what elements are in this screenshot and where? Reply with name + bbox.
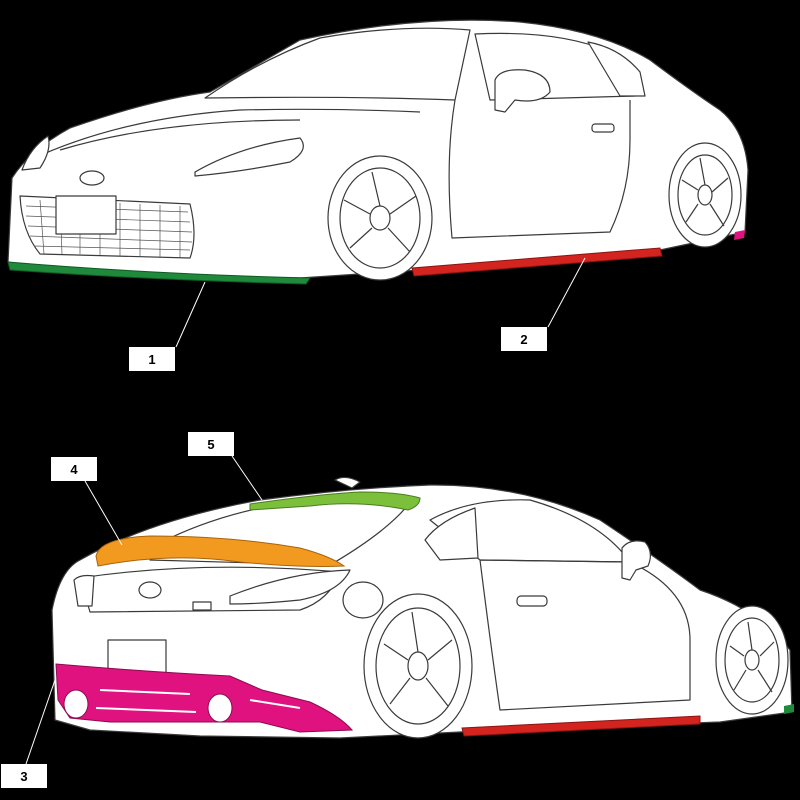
part-3-rear-diffuser <box>55 663 354 733</box>
front-rear-quarter-window <box>587 41 646 97</box>
front-emblem <box>79 170 105 186</box>
front-windshield <box>204 27 471 101</box>
callout-label-5: 5 <box>188 432 234 456</box>
rear-trunk-lid <box>79 566 341 613</box>
rear-taillight-right <box>229 569 351 605</box>
rear-badge <box>192 601 212 611</box>
rear-emblem <box>138 581 162 599</box>
front-view-car <box>7 19 749 281</box>
front-side-mirror <box>494 69 551 113</box>
rear-diffuser-edge-front-view <box>734 230 745 240</box>
front-wheel-front <box>327 155 433 281</box>
rear-exhaust-right <box>207 693 233 723</box>
leader-line-3 <box>25 679 56 765</box>
front-wheel-rear <box>668 142 742 248</box>
leader-line-4 <box>84 480 123 546</box>
callout-label-4: 4 <box>51 457 97 481</box>
rear-quarter-window <box>424 507 479 561</box>
leader-line-2 <box>547 257 586 328</box>
rear-exhaust-left <box>63 689 89 719</box>
part-4-trunk-spoiler <box>95 535 346 567</box>
front-door-handle <box>591 123 615 133</box>
leader-line-1 <box>175 281 206 348</box>
part-2-side-skirt <box>411 247 663 277</box>
front-headlight-right <box>21 135 50 171</box>
rear-fuel-cap <box>342 581 384 619</box>
rear-view-wheel-front <box>715 605 789 715</box>
part-2-side-skirt-rear-view <box>461 715 701 737</box>
rear-antenna <box>334 476 361 489</box>
part-1-front-lip <box>7 261 311 285</box>
rear-taillight-left <box>73 574 95 607</box>
front-door <box>448 99 631 239</box>
rear-side-mirror <box>621 540 651 581</box>
part-1-front-lip-rear-view <box>784 704 794 714</box>
callout-label-3: 3 <box>1 764 47 788</box>
rear-door <box>479 559 691 711</box>
callout-label-1: 1 <box>129 347 175 371</box>
part-5-roof-spoiler <box>249 491 421 511</box>
front-license-plate <box>55 195 117 235</box>
callout-label-2: 2 <box>501 327 547 351</box>
front-headlight-left <box>194 137 304 177</box>
rear-view-wheel-rear <box>363 593 473 739</box>
rear-diffuser-fins <box>95 689 301 713</box>
leader-line-5 <box>231 455 263 501</box>
rear-side-window <box>429 499 631 563</box>
rear-door-handle <box>516 595 548 607</box>
